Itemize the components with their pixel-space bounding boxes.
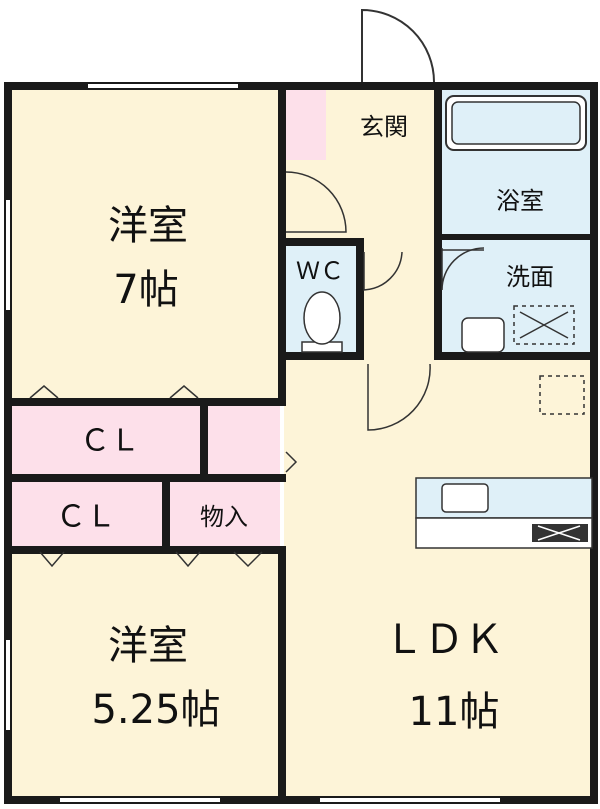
bedroom1-size: 7帖 [113,267,178,313]
closet2-name: ＣＬ [56,500,116,535]
toilet-name: ＷＣ [296,257,344,285]
bath-name: 浴室 [496,187,544,215]
ldk-name: ＬＤＫ [384,617,504,663]
storage-name: 物入 [200,503,248,531]
ldk-area [284,360,592,798]
washroom-area [438,240,592,356]
bedroom-7-area [10,88,280,404]
washroom-fixtures [461,305,575,353]
bathtub [445,95,587,151]
closet1-name: ＣＬ [80,424,140,459]
entrance-area [326,88,438,160]
bedroom2-name: 洋室 [108,623,188,669]
bedroom1-name: 洋室 [108,203,188,249]
entrance-pink [284,88,326,160]
toilet-fixture [301,291,343,353]
hall-door-arcs [285,171,485,431]
storage-area [168,482,280,548]
ldk-size: 11帖 [409,689,500,735]
closet2-area [10,482,164,548]
walls [4,82,598,804]
washroom-name: 洗面 [506,263,554,291]
closet-door-marks [29,385,298,568]
kitchen-counter [415,375,593,549]
closet1-area [10,404,206,474]
entrance-name: 玄関 [360,113,408,141]
bedroom2-size: 5.25帖 [91,687,220,733]
entrance-door [361,8,435,83]
closet1b-area [206,404,280,474]
windows [6,84,500,802]
bedroom-525-area [10,552,280,798]
